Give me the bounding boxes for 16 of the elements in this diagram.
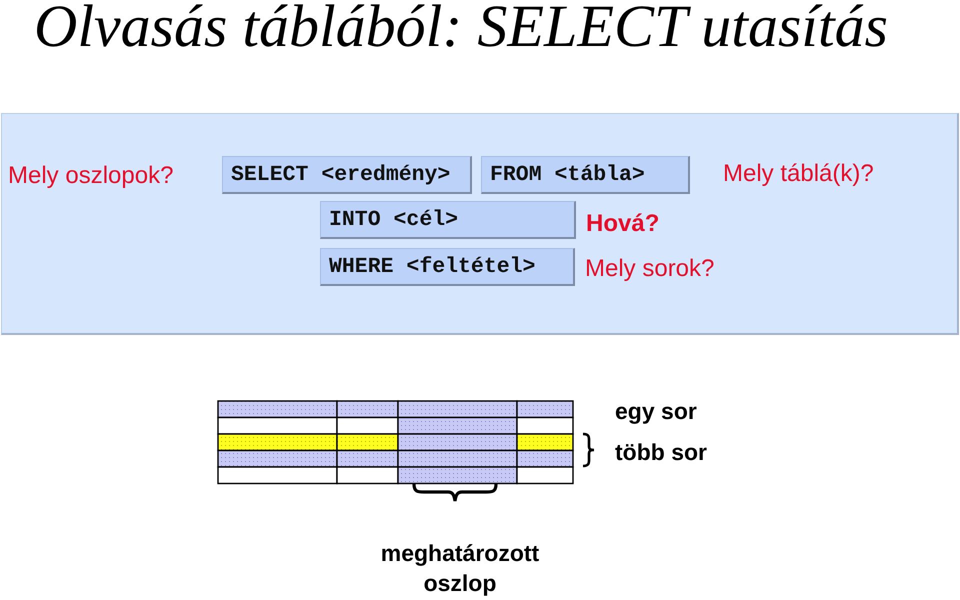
sql-clause-box <box>481 156 690 194</box>
sql-clause-box <box>222 156 472 194</box>
question-text: Mely táblá(k)? <box>723 160 874 188</box>
label-text: egy sor <box>615 397 697 426</box>
sql-clause-text: WHERE <feltétel> <box>329 254 536 278</box>
label-text: meghatározott oszlop <box>380 539 540 598</box>
sql-clause-text: INTO <cél> <box>329 208 458 232</box>
question-text: Mely oszlopok? <box>8 162 174 190</box>
question-text: Hová? <box>586 210 660 238</box>
sql-clause-box <box>320 248 575 286</box>
sql-clause-text: SELECT <eredmény> <box>231 162 450 186</box>
sql-clause-text: FROM <tábla> <box>490 162 645 186</box>
label-text: több sor <box>615 438 707 467</box>
question-text: Mely sorok? <box>585 255 714 283</box>
sql-clause-box <box>320 201 576 239</box>
slide-title: Olvasás táblából: SELECT utasítás <box>34 0 888 58</box>
